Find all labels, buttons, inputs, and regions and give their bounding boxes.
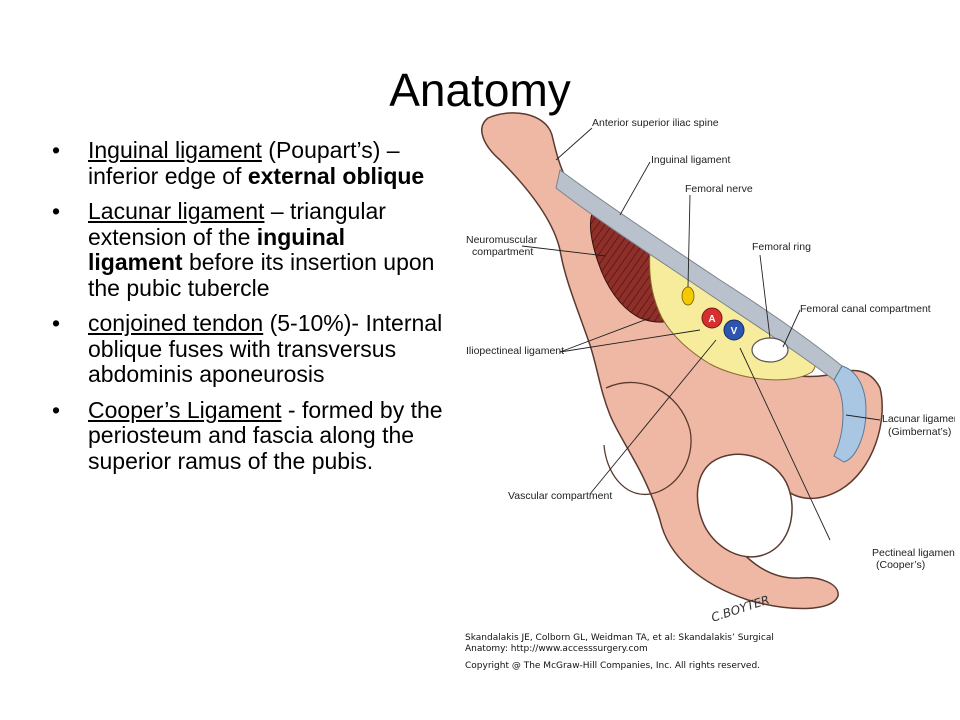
- label-neuromuscular-2: compartment: [472, 246, 533, 258]
- bullet-conjoined-tendon: conjoined tendon (5-10%)- Internal obliq…: [52, 310, 444, 388]
- copyright-line: Copyright @ The McGraw-Hill Companies, I…: [465, 661, 761, 671]
- femoral-ring: [751, 337, 789, 363]
- label-iliopectineal: Iliopectineal ligament: [466, 345, 564, 357]
- bullet-text: - formed by the periosteum and fascia al…: [88, 396, 443, 474]
- bullet-text: – triangular extension of the: [88, 198, 386, 250]
- bullet-text: before its insertion upon the pubic tube…: [88, 249, 435, 301]
- term-lacunar-ligament: Lacunar ligament: [88, 198, 265, 224]
- citation-line-1: Skandalakis JE, Colborn GL, Weidman TA, …: [465, 633, 774, 643]
- bullet-text: (5-10%)- Internal oblique fuses with tra…: [88, 310, 443, 387]
- term-conjoined-tendon: conjoined tendon: [88, 310, 264, 336]
- leader-lines: [521, 127, 881, 541]
- label-inguinal-ligament: Inguinal ligament: [651, 154, 730, 166]
- bullet-bold: inguinal ligament: [88, 223, 345, 275]
- citation-line-2: Anatomy: http://www.accesssurgery.com: [465, 644, 648, 654]
- slide-title: Anatomy: [389, 64, 571, 116]
- vein-label: V: [731, 326, 738, 337]
- figure-caption: Skandalakis JE, Colborn GL, Weidman TA, …: [465, 633, 945, 672]
- label-femoral-nerve: Femoral nerve: [685, 183, 753, 195]
- bullet-inguinal-ligament: Inguinal ligament (Poupart’s) – inferior…: [52, 137, 444, 189]
- label-pectineal-1: Pectineal ligament: [872, 547, 955, 559]
- bullet-list: Inguinal ligament (Poupart’s) – inferior…: [52, 137, 444, 484]
- label-lacunar-2: (Gimbernat’s): [888, 426, 951, 438]
- pelvis-anatomy-figure: A V Anterior superior iliac spine Inguin…: [466, 112, 955, 625]
- bullet-text: (Poupart’s) – inferior edge of: [88, 137, 400, 189]
- label-neuromuscular-1: Neuromuscular: [466, 234, 538, 246]
- term-inguinal-ligament: Inguinal ligament: [88, 137, 262, 163]
- femoral-vein: [723, 319, 745, 341]
- obturator-foramen: [696, 453, 793, 558]
- lacunar-ligament: [833, 365, 867, 463]
- bullet-bold: external oblique: [247, 162, 425, 189]
- artery-label: A: [708, 314, 715, 325]
- label-femoral-ring: Femoral ring: [752, 241, 811, 253]
- label-asis: Anterior superior iliac spine: [592, 117, 719, 129]
- label-pectineal-2: (Cooper’s): [876, 559, 925, 571]
- femoral-artery: [701, 307, 723, 329]
- acetabulum: [603, 381, 692, 495]
- femoral-nerve-dot: [681, 286, 695, 306]
- label-vascular: Vascular compartment: [508, 490, 612, 502]
- bullet-lacunar-ligament: Lacunar ligament – triangular extension …: [52, 198, 444, 301]
- label-lacunar-1: Lacunar ligament: [882, 413, 955, 425]
- label-femoral-canal: Femoral canal compartment: [800, 303, 931, 315]
- bullet-coopers-ligament: Cooper’s Ligament - formed by the perios…: [52, 396, 444, 475]
- term-coopers-ligament: Cooper’s Ligament: [88, 396, 282, 423]
